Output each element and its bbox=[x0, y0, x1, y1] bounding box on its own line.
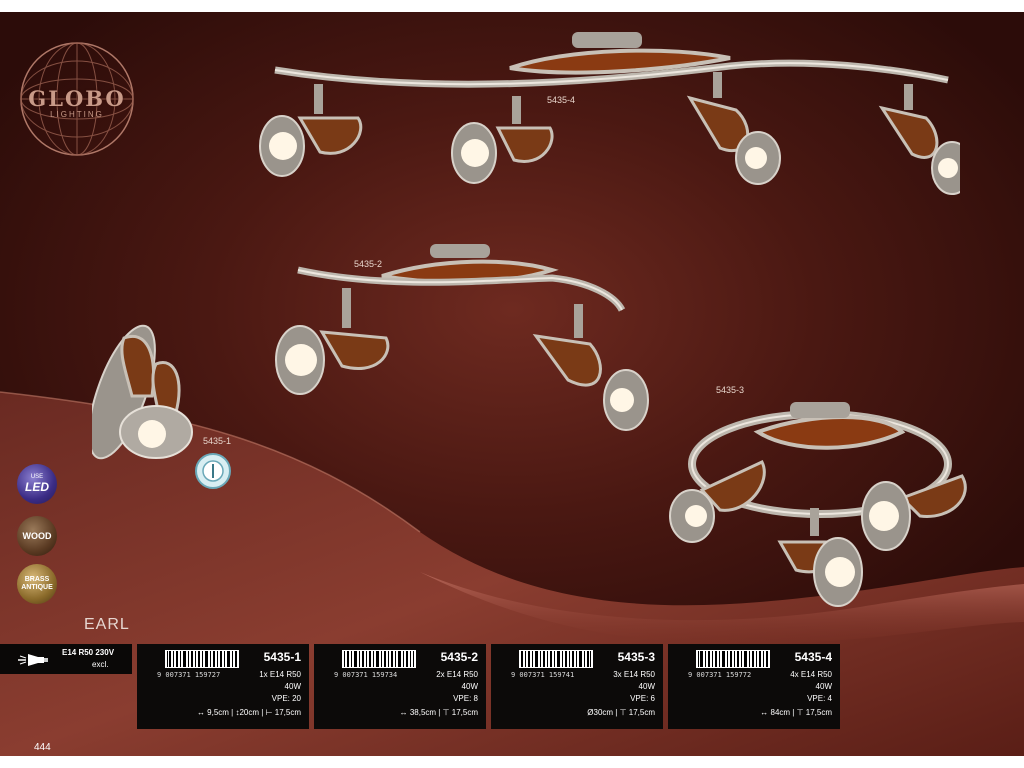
vpe: VPE: 6 bbox=[630, 694, 655, 703]
wattage: 40W bbox=[284, 682, 301, 691]
bulb-count: 1x E14 R50 bbox=[259, 670, 301, 679]
brass-antique-badge: BRASS ANTIQUE bbox=[17, 564, 57, 604]
spot-1 bbox=[669, 460, 766, 543]
item-number: 5435-1 bbox=[263, 650, 301, 664]
spot-3 bbox=[686, 72, 781, 185]
bulb-note: excl. bbox=[92, 660, 109, 669]
wattage: 40W bbox=[638, 682, 655, 691]
catalog-page: GLOBO LIGHTING bbox=[0, 12, 1024, 756]
lamp-5435-3 bbox=[669, 402, 967, 607]
barcode bbox=[696, 650, 770, 668]
item-number: 5435-2 bbox=[440, 650, 478, 664]
ean-code: 9 007371 159741 bbox=[511, 671, 575, 679]
dimensions: ↔ 84cm | ⊤ 17,5cm bbox=[760, 708, 832, 717]
bulb-count: 3x E14 R50 bbox=[613, 670, 655, 679]
dimensions: ↔ 9,5cm | ↕20cm | ⊢ 17,5cm bbox=[196, 708, 301, 717]
label-5435-4: 5435-4 bbox=[547, 95, 576, 105]
label-5435-1: 5435-1 bbox=[203, 436, 232, 446]
wattage: 40W bbox=[461, 682, 478, 691]
dimensions: ↔ 38,5cm | ⊤ 17,5cm bbox=[399, 708, 478, 717]
spot-2 bbox=[532, 304, 649, 431]
label-5435-2: 5435-2 bbox=[354, 259, 383, 269]
ean-code: 9 007371 159734 bbox=[334, 671, 398, 679]
spot-2 bbox=[777, 508, 863, 607]
product-card: 9 007371 159734 5435-2 2x E14 R50 40W VP… bbox=[314, 644, 486, 729]
vpe: VPE: 4 bbox=[807, 694, 832, 703]
lamp-5435-2 bbox=[275, 244, 649, 431]
barcode bbox=[519, 650, 593, 668]
spot-2 bbox=[451, 96, 554, 184]
barcode bbox=[342, 650, 416, 668]
product-card: 9 007371 159741 5435-3 3x E14 R50 40W VP… bbox=[491, 644, 663, 729]
brass-badge-line2: ANTIQUE bbox=[21, 584, 53, 591]
product-card: 9 007371 159727 5435-1 1x E14 R50 40W VP… bbox=[137, 644, 309, 729]
bulb-icon bbox=[18, 654, 48, 666]
series-name: EARL bbox=[84, 616, 130, 633]
logo-subtitle: LIGHTING bbox=[50, 110, 104, 119]
vpe: VPE: 20 bbox=[271, 694, 301, 703]
bulb-count: 4x E14 R50 bbox=[790, 670, 832, 679]
ean-code: 9 007371 159772 bbox=[688, 671, 752, 679]
brass-badge-line1: BRASS bbox=[24, 576, 50, 583]
spot-4 bbox=[878, 84, 960, 195]
globo-logo: GLOBO LIGHTING bbox=[18, 40, 136, 158]
ean-code: 9 007371 159727 bbox=[157, 671, 221, 679]
wood-badge: WOOD bbox=[17, 516, 57, 556]
item-number: 5435-4 bbox=[794, 650, 832, 664]
spot-1 bbox=[275, 288, 390, 395]
label-5435-3: 5435-3 bbox=[716, 385, 745, 395]
spot-3 bbox=[861, 474, 967, 551]
led-badge-main: LED bbox=[25, 480, 49, 494]
dimensions: Ø30cm | ⊤ 17,5cm bbox=[587, 708, 655, 717]
page-number: 444 bbox=[34, 742, 51, 753]
product-card: 9 007371 159772 5435-4 4x E14 R50 40W VP… bbox=[668, 644, 840, 729]
logo-wordmark: GLOBO bbox=[28, 86, 126, 111]
use-led-badge: USE LED bbox=[17, 464, 57, 504]
item-number: 5435-3 bbox=[617, 650, 655, 664]
switch-icon bbox=[195, 453, 231, 489]
led-badge-top: USE bbox=[30, 474, 44, 480]
bulb-info: E14 R50 230V excl. bbox=[0, 644, 132, 674]
barcode bbox=[165, 650, 239, 668]
bulb-count: 2x E14 R50 bbox=[436, 670, 478, 679]
bulb-spec: E14 R50 230V bbox=[62, 648, 115, 657]
wattage: 40W bbox=[815, 682, 832, 691]
vpe: VPE: 8 bbox=[453, 694, 478, 703]
wood-badge-label: WOOD bbox=[22, 531, 52, 541]
spot-1 bbox=[259, 84, 363, 177]
lamp-5435-1 bbox=[92, 324, 193, 460]
lamp-5435-4 bbox=[259, 32, 960, 195]
